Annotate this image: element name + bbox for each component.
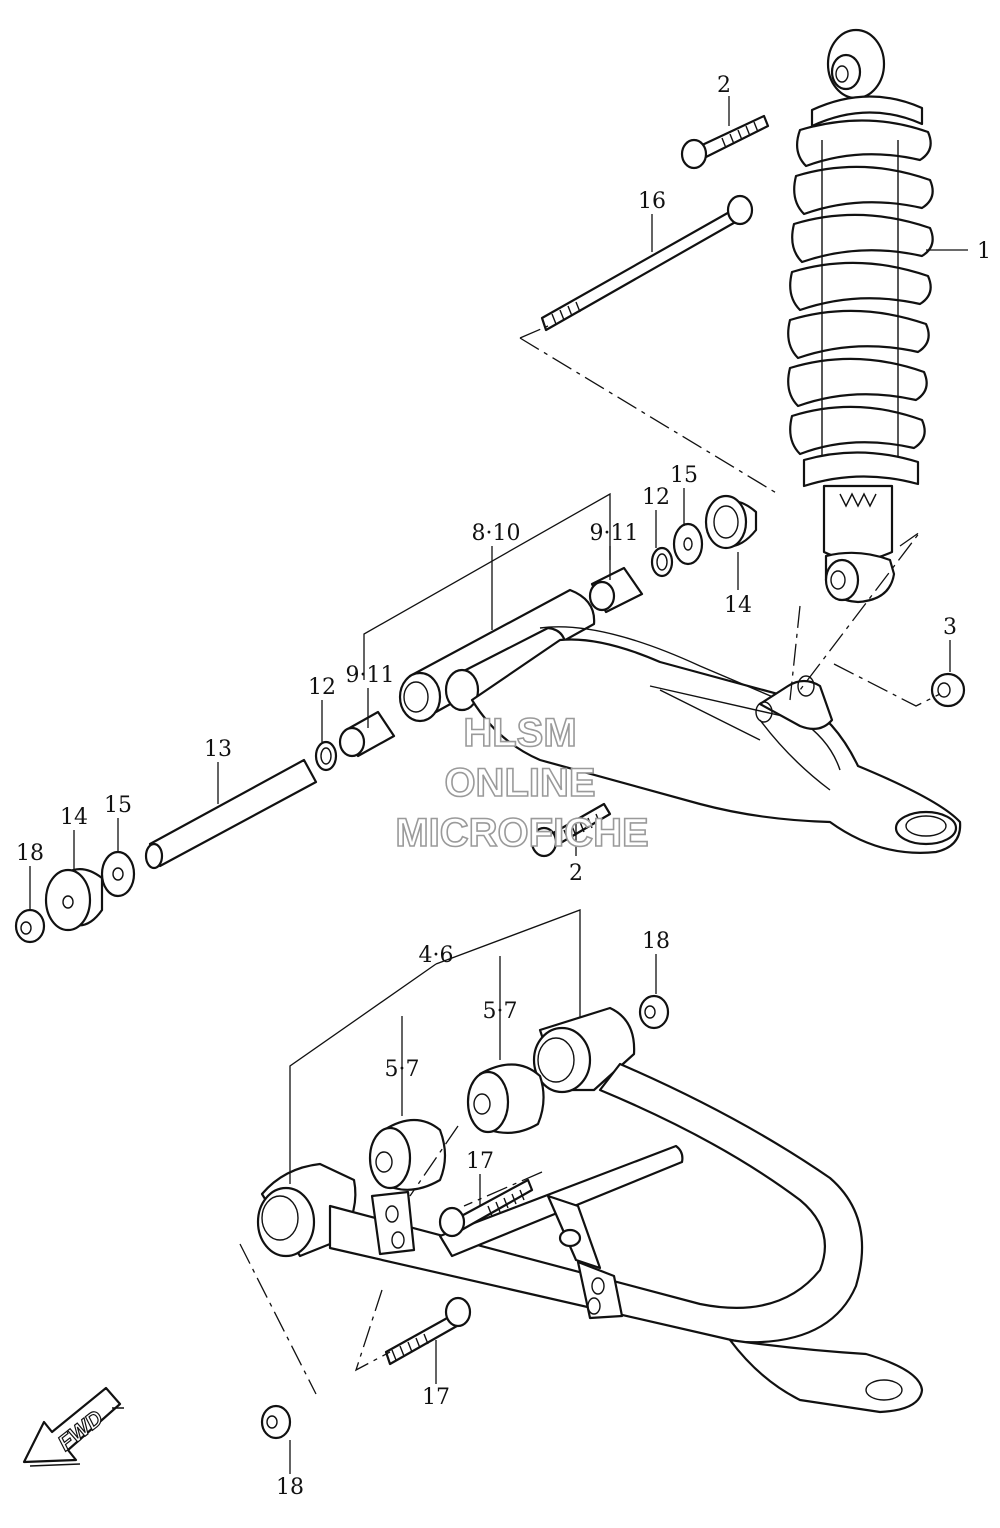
callout-9-11-rear: 9·11	[590, 521, 639, 546]
callout-15-front: 15	[104, 793, 132, 818]
watermark-line-1: HLSM	[463, 711, 576, 755]
bolt-17-lower	[384, 1296, 472, 1366]
nut-18-left	[14, 908, 46, 944]
callout-15-rear: 15	[670, 463, 698, 488]
bushing-5-7-rear	[466, 1063, 545, 1135]
nut-18-right	[638, 994, 670, 1030]
callout-2-lower: 2	[569, 861, 583, 886]
callout-1: 1	[977, 239, 991, 264]
callout-13: 13	[204, 737, 232, 762]
callout-17-lower: 17	[422, 1385, 450, 1410]
cap-14-front	[44, 867, 104, 932]
upper-suspension-arm	[398, 588, 962, 854]
lower-suspension-arm	[256, 1006, 924, 1414]
callout-9-11-front: 9·11	[346, 663, 395, 688]
watermark-line-3: MICROFICHE	[395, 811, 648, 855]
collar-9-11-rear	[588, 566, 644, 614]
fwd-arrow: FWD	[22, 1386, 124, 1467]
watermark-line-2: ONLINE	[444, 761, 595, 805]
callout-5-7-rear: 5·7	[483, 999, 518, 1024]
alignment-lines	[239, 325, 941, 1395]
callout-18-right: 18	[642, 929, 670, 954]
callout-12-front: 12	[308, 675, 336, 700]
nut-3	[930, 672, 966, 708]
bolt-17-upper	[438, 1178, 534, 1238]
seal-12-front	[314, 740, 338, 772]
callout-14-rear: 14	[724, 593, 752, 618]
shock-absorber	[787, 28, 934, 604]
bolt-2-lower	[530, 802, 612, 858]
leader-lines	[29, 96, 968, 1474]
callout-4-6: 4·6	[419, 943, 454, 968]
callout-8-10: 8·10	[472, 521, 521, 546]
bolt-2-upper	[680, 114, 770, 170]
callout-18-bottom: 18	[276, 1475, 304, 1500]
callout-18-left: 18	[16, 841, 44, 866]
callout-labels: 1 2 2 3 4·6 5·7 5·7 8·10 9·11 9·11 12 12…	[16, 73, 991, 1500]
callout-3: 3	[943, 615, 957, 640]
seal-12-rear	[650, 546, 674, 578]
callout-16: 16	[638, 189, 666, 214]
collar-9-11-front	[338, 710, 396, 758]
washer-15-front	[100, 850, 136, 898]
washer-15-rear	[672, 522, 704, 566]
callout-14-front: 14	[60, 805, 88, 830]
callout-5-7-front: 5·7	[385, 1057, 420, 1082]
callout-12-rear: 12	[642, 485, 670, 510]
nut-18-bottom	[260, 1404, 292, 1440]
bushing-5-7-front	[368, 1119, 447, 1191]
callout-2-upper: 2	[717, 73, 731, 98]
bolt-16	[540, 194, 754, 332]
shaft-13	[144, 758, 318, 870]
callout-17-upper: 17	[466, 1149, 494, 1174]
cap-14-rear	[704, 494, 758, 550]
watermark: HLSM ONLINE MICROFICHE	[395, 710, 650, 856]
